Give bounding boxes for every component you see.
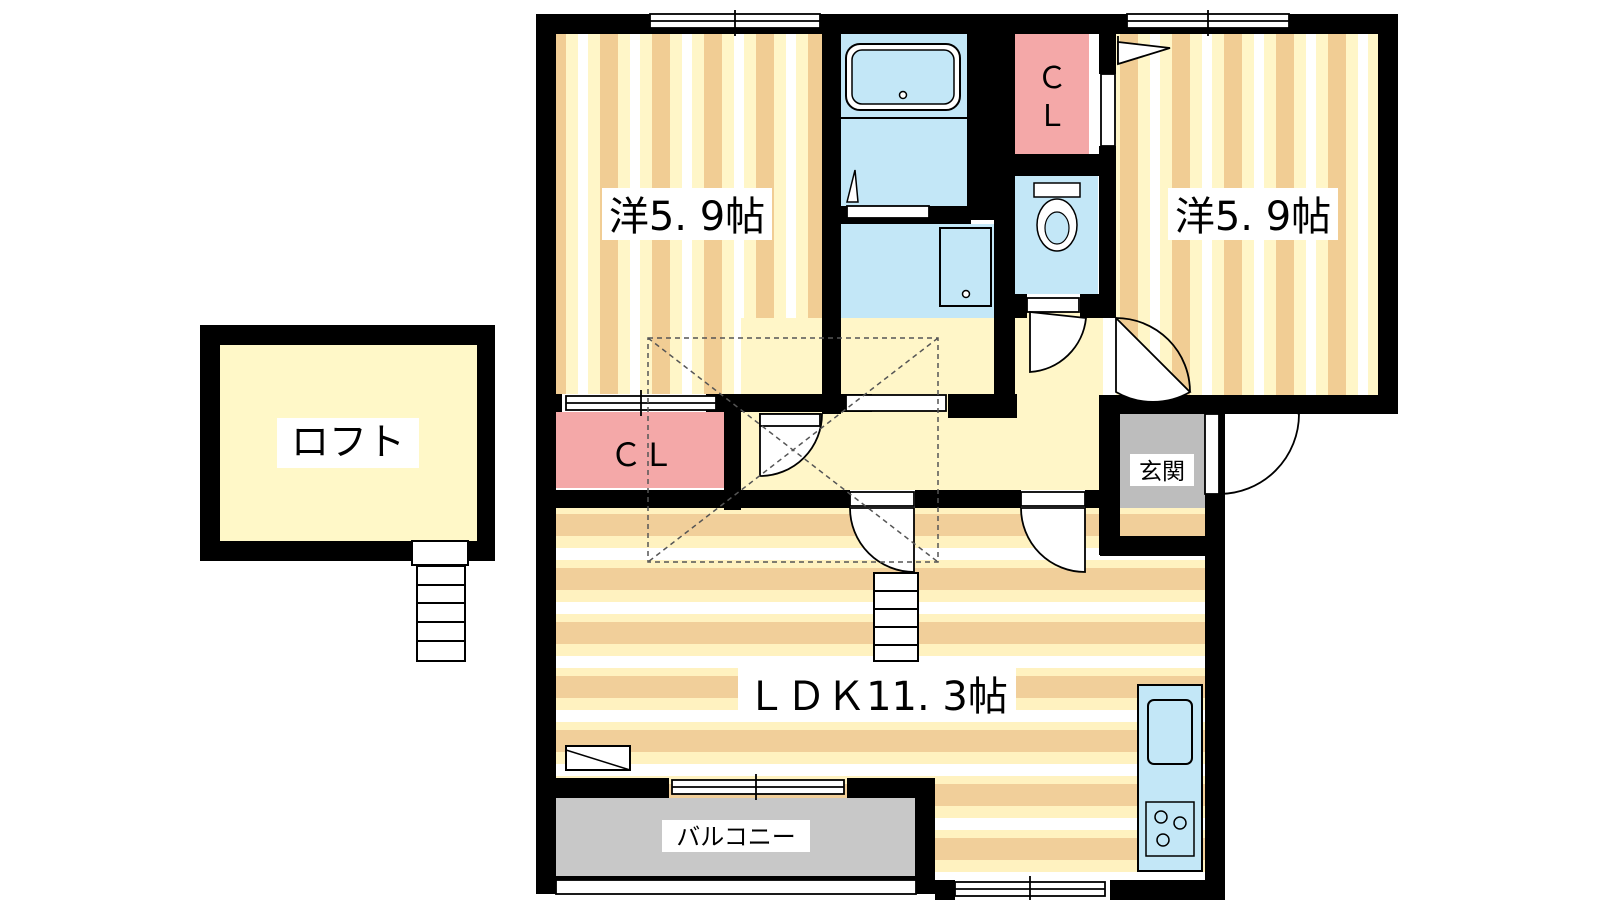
doors [759, 36, 1300, 573]
air-conditioner [565, 745, 631, 771]
lower-closet [556, 412, 724, 488]
lower-closet-label: ＣＬ [610, 436, 674, 474]
loft-outline [647, 337, 939, 563]
west-bedroom-label: 洋5. 9帖 [609, 194, 765, 240]
upper-closet [1015, 34, 1089, 154]
east-bedroom-label-bg [1168, 188, 1338, 240]
balcony-label: バルコニー [676, 823, 796, 851]
windows [555, 10, 1290, 900]
upper-closet-label-2: Ｌ [1037, 99, 1067, 134]
east-bedroom-label: 洋5. 9帖 [1175, 194, 1331, 240]
loft-label-bg [277, 418, 419, 468]
upper-closet-label-1: Ｃ [1037, 61, 1067, 96]
kitchen-counter [1137, 684, 1203, 872]
bathroom [841, 34, 967, 206]
ldk-entry-notch [1100, 536, 1205, 556]
entrance-label-bg [1130, 454, 1194, 486]
loft-label: ロフト [291, 420, 405, 464]
balcony-label-bg [662, 820, 810, 852]
west-bedroom-label-bg [602, 188, 772, 240]
ldk-label: ＬＤＫ11. 3帖 [746, 674, 1008, 720]
loft-ladder [416, 565, 466, 662]
ldk-loft-ladder [873, 572, 919, 662]
entrance-label: 玄関 [1139, 459, 1185, 485]
toilet [1015, 176, 1098, 294]
ldk-label-bg [738, 668, 1016, 720]
